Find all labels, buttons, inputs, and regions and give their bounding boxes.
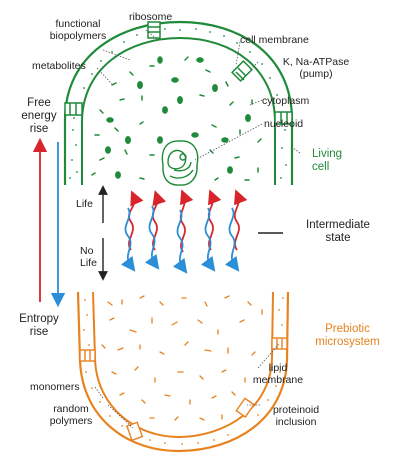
interior-contents [101,295,263,421]
membrane-pump [147,21,161,39]
label-life: Life [76,198,93,210]
membrane-stipple [83,297,284,445]
label-cytoplasm: cytoplasm [262,95,310,107]
label-ribosome: ribosome [129,11,173,23]
label-pump: K, Na-ATPase (pump) [282,56,350,80]
label-metabolites: metabolites [32,60,86,72]
label-proteinoid-inclusion: proteinoid inclusion [272,404,320,428]
label-intermediate-state: Intermediate state [306,219,370,244]
cell-membrane-inner [81,36,276,185]
label-no-life: No Life [80,245,97,269]
membrane-stipple [69,28,287,179]
label-random-polymers: random polymers [49,403,93,427]
label-monomers: monomers [30,381,80,393]
label-free-energy-rise: Free energy rise [21,97,57,135]
label-lipid-membrane: lipid membrane [252,362,304,386]
lipid-membrane-inner [92,291,274,439]
nucleoid [161,140,199,186]
label-prebiotic-microsystem: Prebiotic microsystem [315,323,380,348]
label-nucleoid: nucleoid [264,118,304,130]
proteinoid-inclusion [79,349,96,362]
cell-membrane-outer [63,20,294,185]
lipid-membrane-outer [76,291,290,453]
label-living-cell: Living cell [312,148,343,173]
label-cell-membrane: cell membrane [240,34,309,46]
cytoplasm-contents [91,56,262,181]
downward-blue-arrows [120,205,240,274]
living-cell [63,20,294,186]
proteinoid-inclusion [271,337,288,350]
prebiotic-microsystem [76,291,290,453]
membrane-pump [274,111,293,125]
upward-red-arrows [128,189,248,253]
proteinoid-inclusion [126,421,144,442]
membrane-pump [231,60,253,82]
label-functional-biopolymers: functional biopolymers [49,18,107,42]
proteinoid-inclusion [235,397,255,418]
membrane-pump [64,102,83,116]
leader-lines [94,29,301,429]
label-entropy-rise: Entropy rise [19,313,59,338]
